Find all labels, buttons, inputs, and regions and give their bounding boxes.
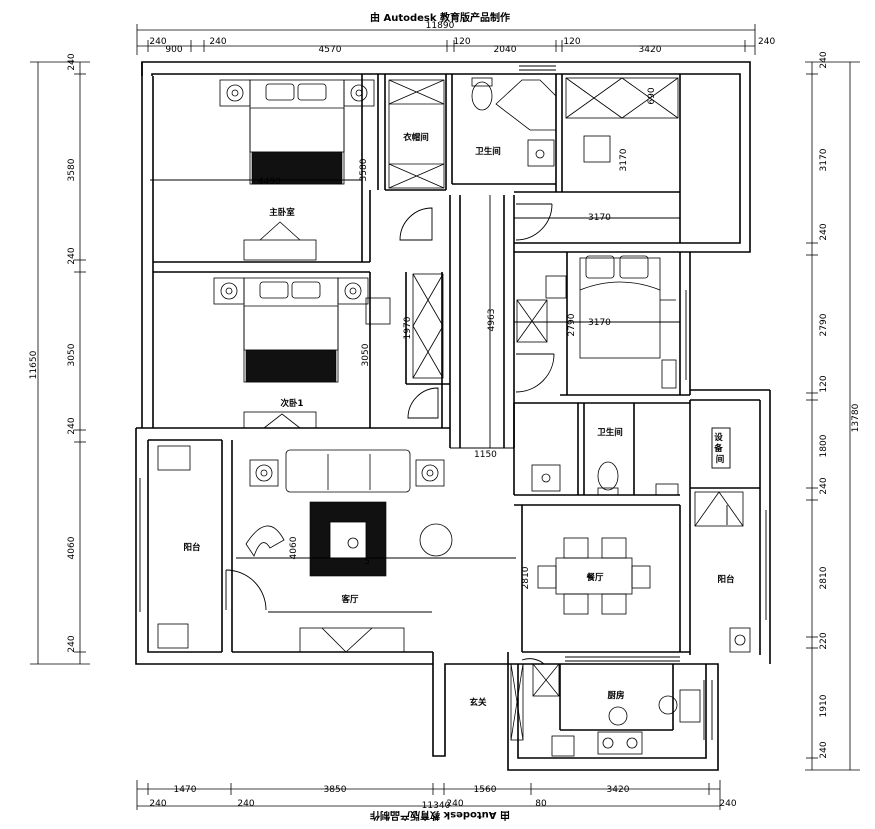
- dim-label: 240: [149, 37, 166, 47]
- inner-dimensions: 4490 3580 3170 3170 690 3170 2790 1970 3…: [150, 87, 680, 589]
- dim-label: 4060: [289, 536, 299, 559]
- dim-label: 3420: [639, 45, 662, 55]
- dim-label: 240: [819, 223, 829, 240]
- dim-label: 4963: [487, 309, 497, 332]
- dim-label: 240: [67, 247, 77, 264]
- room-balcony-left: 阳台: [183, 542, 201, 553]
- dim-overall-right: 13780: [851, 403, 861, 432]
- room-kitchen: 厨房: [607, 690, 624, 701]
- room-second-bedroom: 次卧1: [281, 398, 304, 409]
- dim-label: 240: [819, 741, 829, 758]
- walls: [135, 61, 771, 771]
- room-labels: 主卧室 次卧1 衣帽间 卫生间 卫生间 阳台 阳台 客厅 餐厅 厨房 玄关 设 …: [183, 132, 735, 708]
- top-dimensions: 11890 240 900 240 4570 120 2040 120 3420…: [136, 21, 775, 55]
- dim-label: 120: [819, 375, 829, 392]
- banner-bottom: 由 Autodesk 教育版产品制作: [370, 809, 510, 822]
- dim-label: 2040: [494, 45, 517, 55]
- dim-label: 240: [446, 799, 463, 809]
- dim-label: 240: [237, 799, 254, 809]
- third-bed: [545, 255, 677, 389]
- second-bed: [213, 277, 369, 383]
- dim-label: 1150: [474, 450, 497, 460]
- dim-label: 120: [563, 37, 580, 47]
- dim-label: 1470: [174, 785, 197, 795]
- room-closet: 衣帽间: [403, 132, 429, 143]
- room-living: 客厅: [340, 594, 359, 605]
- dim-label: 1970: [403, 316, 413, 339]
- dim-label: 240: [758, 37, 775, 47]
- dim-label: 120: [453, 37, 470, 47]
- dim-overall-bottom: 11340: [422, 801, 451, 811]
- room-bathroom-top: 卫生间: [475, 146, 501, 157]
- room-entrance: 玄关: [469, 697, 487, 708]
- dim-label: 1560: [474, 785, 497, 795]
- dim-label: 3580: [359, 158, 369, 181]
- kitchen-fixtures: [551, 689, 701, 757]
- dim-label: 4490: [258, 177, 281, 187]
- dim-label: 3170: [819, 148, 829, 171]
- dim-label: 4570: [319, 45, 342, 55]
- dim-label: 3050: [361, 343, 371, 366]
- dim-label: 80: [535, 799, 547, 809]
- dim-label: 240: [819, 477, 829, 494]
- dim-label: 900: [165, 45, 182, 55]
- right-dimensions: 13780 240 3170 240 2790 120 1800 240 281…: [805, 51, 861, 771]
- bottom-dimensions: 1470 3850 1560 3420 240 240 240 80 240 1…: [136, 780, 737, 811]
- dim-label: 4060: [67, 536, 77, 559]
- dim-label: 2810: [521, 566, 531, 589]
- dim-label: 1800: [819, 434, 829, 457]
- left-dimensions: 11650 240 3580 240 3050 240 4060 240: [29, 53, 90, 665]
- dim-label: 240: [819, 51, 829, 68]
- dim-label: 3050: [67, 343, 77, 366]
- room-equipment: 设 备 间: [713, 432, 725, 465]
- dim-label: 3170: [619, 148, 629, 171]
- dim-label: 240: [719, 799, 736, 809]
- dim-overall-left: 11650: [29, 350, 39, 379]
- room-balcony-right: 阳台: [717, 574, 735, 585]
- wardrobes: [388, 77, 744, 741]
- dim-label: 5: [364, 557, 370, 567]
- room-bathroom-mid: 卫生间: [597, 427, 623, 438]
- dim-label: 3850: [324, 785, 347, 795]
- doors: [225, 203, 555, 665]
- dim-label: 1910: [819, 694, 829, 717]
- master-bed: [219, 79, 375, 185]
- dim-label: 240: [149, 799, 166, 809]
- dim-label: 240: [67, 635, 77, 652]
- dim-label: 2810: [819, 566, 829, 589]
- dim-label: 2790: [567, 313, 577, 336]
- dim-label: 240: [209, 37, 226, 47]
- dim-label: 220: [819, 632, 829, 649]
- dim-label: 690: [647, 87, 657, 104]
- dim-label: 3580: [67, 158, 77, 181]
- dim-label: 240: [67, 53, 77, 70]
- living-furniture: [236, 449, 516, 613]
- dining-set: [537, 537, 651, 615]
- dim-label: 240: [67, 417, 77, 434]
- room-dining: 餐厅: [585, 572, 604, 583]
- dim-label: 3420: [607, 785, 630, 795]
- dim-label: 3170: [588, 213, 611, 223]
- dim-label: 3170: [588, 318, 611, 328]
- banner-top: 由 Autodesk 教育版产品制作: [370, 11, 510, 24]
- overall-width: 11890: [426, 21, 455, 31]
- room-master-bedroom: 主卧室: [269, 207, 295, 218]
- tv-units: [243, 135, 611, 653]
- dim-label: 2790: [819, 313, 829, 336]
- bath-fixtures: [157, 77, 751, 653]
